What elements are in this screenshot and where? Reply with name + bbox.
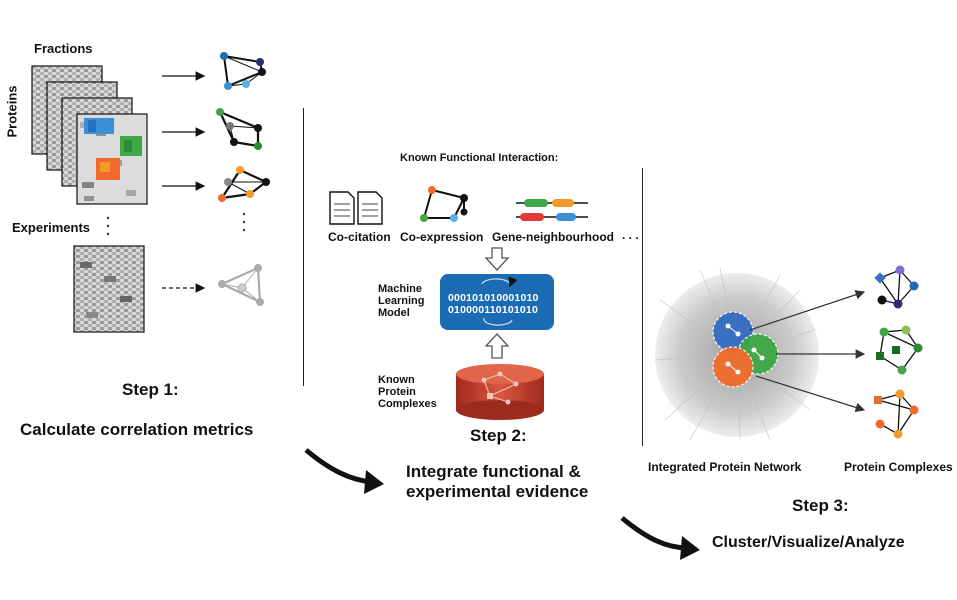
step1-label: Step 1: [122, 380, 179, 399]
network-1 [220, 52, 266, 90]
fractions-label: Fractions [34, 41, 93, 56]
integrated-network-hairball [654, 267, 819, 441]
protein-complexes-label: Protein Complexes [844, 460, 953, 474]
protein-complex-orange [874, 389, 919, 439]
co-expression-icon [420, 186, 468, 222]
known-complexes-label-2: Protein [378, 386, 416, 398]
integrated-network-label: Integrated Protein Network [648, 460, 802, 474]
network-4 [218, 264, 264, 306]
network-3 [218, 166, 270, 202]
more-sources: . . . [622, 228, 639, 242]
source-co-citation: Co-citation [328, 230, 391, 244]
up-arrow-icon [484, 333, 510, 359]
protein-complex-blue [874, 265, 919, 309]
flow-arrow-1 [304, 448, 373, 485]
divider-left [303, 108, 304, 386]
binary-line-1: 000101010001010 [448, 292, 539, 304]
known-complexes-label-1: Known [378, 374, 415, 386]
source-co-expression: Co-expression [400, 230, 484, 244]
heatmap-stack [31, 65, 148, 205]
step2-title-line1: Integrate functional & [406, 462, 581, 481]
source-gene-neighbourhood: Gene-neighbourhood [492, 230, 614, 244]
down-arrow-icon [484, 247, 510, 271]
ml-label-2: Learning [378, 295, 425, 307]
gene-neighbourhood-icon [516, 199, 588, 221]
step1-title: Calculate correlation metrics [20, 420, 254, 439]
ml-label-3: Model [378, 307, 410, 319]
step2-title-line2: experimental evidence [406, 482, 589, 501]
ml-model-box [440, 274, 554, 330]
network-2 [216, 108, 262, 150]
proteins-label: Proteins [4, 85, 20, 138]
known-complexes-db-icon [456, 364, 544, 420]
co-citation-icon [329, 191, 383, 225]
experiments-label: Experiments [12, 220, 91, 235]
binary-line-2: 010000110101010 [448, 304, 539, 316]
flow-arrow-2 [620, 516, 689, 551]
known-interaction-label: Known Functional Interaction: [400, 152, 559, 164]
protein-complex-green [876, 325, 923, 375]
step3-label: Step 3: [792, 496, 849, 515]
step2-label: Step 2: [470, 426, 527, 445]
known-complexes-label-3: Complexes [378, 398, 437, 410]
step3-title: Cluster/Visualize/Analyze [712, 534, 905, 551]
ml-label-1: Machine [378, 283, 423, 295]
experiments-heatmap [73, 245, 145, 333]
divider-right [642, 168, 643, 446]
